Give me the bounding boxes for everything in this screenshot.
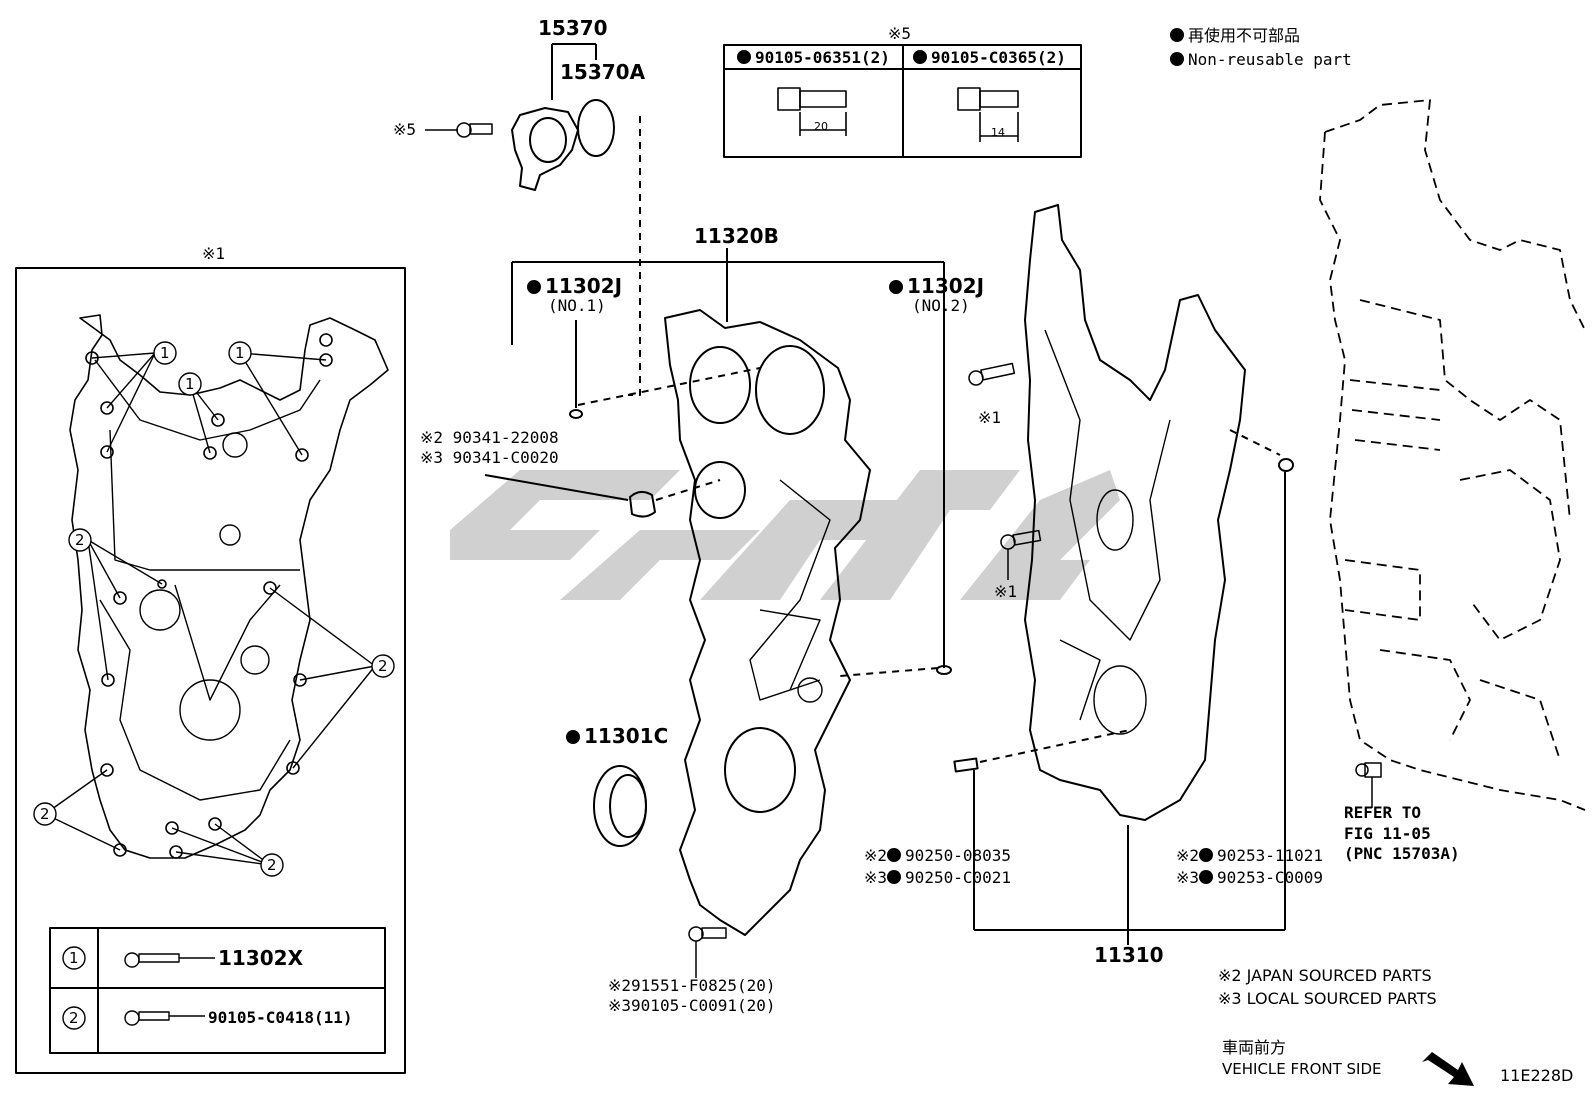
- figure-code: 11E228D: [1500, 1066, 1574, 1085]
- bolt-11302x-icon: [124, 952, 215, 968]
- bolt-length-20: 20: [814, 120, 828, 133]
- part-11302x[interactable]: 11302X: [218, 946, 303, 970]
- note-5-header: ※5: [888, 24, 912, 43]
- legend-nonreusable-ja: 再使用不可部品: [1170, 28, 1300, 44]
- refer-line-2[interactable]: FIG 11-05: [1344, 824, 1431, 843]
- bolt-c0365-icon: [957, 87, 1019, 142]
- part-11302j-no1-sub: (NO.1): [548, 296, 606, 315]
- bolt-15370-icon: [425, 122, 493, 138]
- note-1-bolt-b: ※1: [994, 582, 1018, 601]
- bolt-11310-a-icon: [968, 362, 1016, 386]
- callout-2: 2: [267, 856, 277, 874]
- bolt-part-japan[interactable]: ※291551-F0825(20): [608, 976, 776, 995]
- bolt-part-local[interactable]: ※390105-C0091(20): [608, 996, 776, 1015]
- bolt-06351-icon: [777, 87, 847, 136]
- callout-2: 2: [378, 657, 388, 675]
- bolt-table-col2[interactable]: 90105-C0365(2): [913, 50, 1066, 66]
- nonreusable-dot-icon: [1199, 870, 1214, 884]
- front-side-ja: 車両前方: [1222, 1038, 1287, 1057]
- callout-circles: [33, 341, 395, 877]
- callout-2: 2: [75, 531, 85, 549]
- part-11320b[interactable]: 11320B: [694, 224, 779, 248]
- note-1-header: ※1: [202, 244, 226, 263]
- part-11302j-no2-sub: (NO.2): [912, 296, 970, 315]
- bolt-90105-c0418-icon: [124, 1010, 205, 1026]
- fastener-legend-table: [49, 927, 386, 1054]
- callout-1: 1: [69, 949, 79, 967]
- part-15370[interactable]: 15370: [538, 16, 608, 40]
- watermark-logo: [450, 470, 1120, 600]
- knock-pin-icon: [1355, 762, 1382, 808]
- bolt-length-14: 14: [991, 126, 1005, 139]
- bolt-91551-icon: [688, 926, 727, 978]
- part-11310[interactable]: 11310: [1094, 943, 1164, 967]
- nonreusable-dot-icon: [737, 50, 751, 64]
- refer-line-3: (PNC 15703A): [1344, 844, 1460, 863]
- front-direction-arrow: [1422, 1052, 1474, 1086]
- plug-part-japan[interactable]: ※2 90341-22008: [420, 428, 559, 447]
- gasket-detail-box: [15, 267, 406, 1074]
- note-1-bolt-a: ※1: [978, 408, 1002, 427]
- bolt-table-col1[interactable]: 90105-06351(2): [737, 50, 890, 66]
- nonreusable-dot-icon: [1199, 848, 1214, 862]
- part-11301c[interactable]: 11301C: [566, 726, 668, 746]
- refer-line-1: REFER TO: [1344, 803, 1422, 822]
- local-sourced-note: ※3 LOCAL SOURCED PARTS: [1218, 989, 1437, 1008]
- nonreusable-dot-icon: [1170, 28, 1184, 42]
- legend-nonreusable-en: Non-reusable part: [1170, 52, 1352, 68]
- nonreusable-dot-icon: [527, 280, 541, 294]
- nonreusable-dot-icon: [913, 50, 927, 64]
- bolt-11310-b-icon: [1000, 529, 1042, 580]
- callout-1: 1: [185, 375, 195, 393]
- nonreusable-dot-icon: [887, 848, 902, 862]
- engine-block-outline: [1319, 99, 1586, 811]
- part-11302j-no1[interactable]: 11302J: [527, 276, 622, 296]
- nonreusable-dot-icon: [887, 870, 902, 884]
- dowel-pin: [953, 757, 979, 773]
- nonreusable-dot-icon: [1170, 52, 1184, 66]
- callout-2: 2: [40, 805, 50, 823]
- nonreusable-dot-icon: [566, 730, 580, 744]
- note-5-bolt: ※5: [393, 120, 417, 139]
- nonreusable-dot-icon: [889, 280, 903, 294]
- o-ring: [577, 99, 615, 157]
- part-15370a[interactable]: 15370A: [560, 60, 646, 84]
- callout-1: 1: [160, 344, 170, 362]
- oil-control-valve: [511, 107, 579, 191]
- japan-sourced-note: ※2 JAPAN SOURCED PARTS: [1218, 966, 1432, 985]
- callout-2: 2: [69, 1009, 79, 1027]
- part-11302j-no2[interactable]: 11302J: [889, 276, 984, 296]
- front-side-en: VEHICLE FRONT SIDE: [1222, 1060, 1382, 1078]
- plug: [629, 491, 656, 518]
- plug-part-local[interactable]: ※3 90341-C0020: [420, 448, 559, 467]
- timing-chain-cover: [664, 309, 871, 936]
- part-90105-c0418[interactable]: 90105-C0418(11): [208, 1008, 353, 1027]
- callout-1: 1: [235, 344, 245, 362]
- timing-chain-case: [1024, 204, 1246, 821]
